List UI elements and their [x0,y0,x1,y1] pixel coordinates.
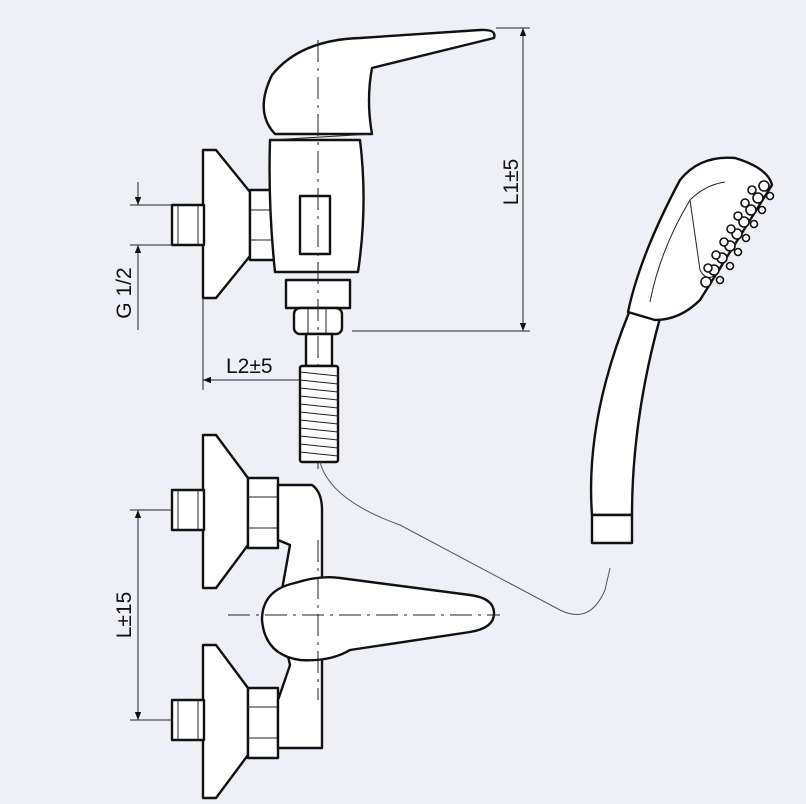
dimension-lines [130,27,530,721]
bottom-faucet-view [170,433,500,800]
hand-shower-head [626,156,774,322]
dim-label-g: G 1/2 [113,267,136,318]
dim-label-l: L±15 [113,592,136,639]
hand-shower [589,156,775,545]
bottom-lever-handle [260,575,496,662]
bottom-lower-inlet [170,698,206,742]
bottom-lower-flange [201,643,250,800]
bottom-upper-nut [246,476,280,550]
bottom-upper-inlet [170,488,206,532]
dim-label-l1: L1±5 [500,159,523,206]
top-inlet-nipple [170,203,206,247]
corrugated-hose [298,364,340,464]
shower-nozzles [700,180,775,288]
top-lever-handle [262,28,496,136]
top-wall-flange [201,148,252,300]
bottom-lower-nut [246,686,280,760]
top-faucet-view [170,28,496,470]
dim-label-l2: L2±5 [226,355,273,378]
hand-shower-connector [590,513,634,545]
shower-hose-curve [319,461,611,615]
hand-shower-handle [589,308,662,517]
bottom-upper-flange [201,433,250,590]
